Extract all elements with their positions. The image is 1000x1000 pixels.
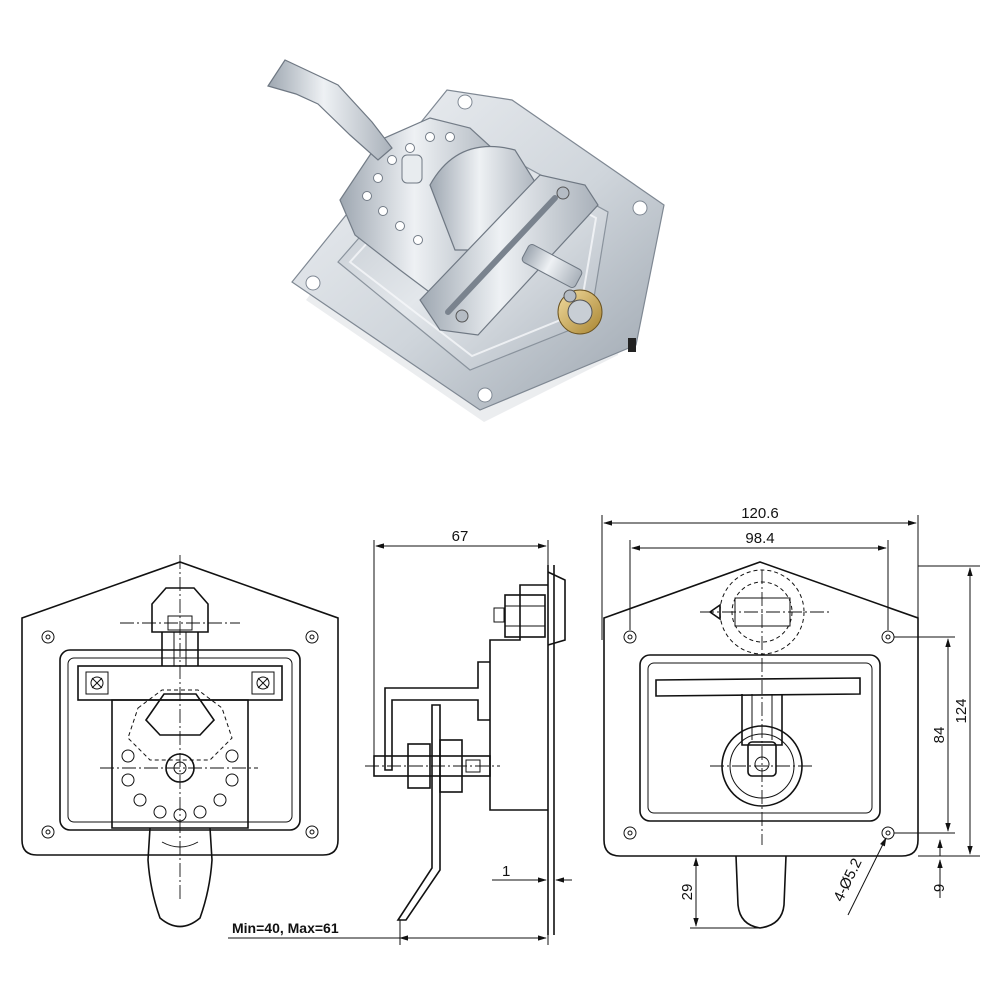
back-slide-bar xyxy=(655,677,861,697)
back-flange-outline xyxy=(603,561,919,857)
back-view: 120.6 98.4 xyxy=(601,505,980,929)
photo-pivot-pin xyxy=(401,154,423,184)
front-mount-holes xyxy=(41,630,319,839)
front-flange-outline xyxy=(21,561,339,856)
photo-t-handle xyxy=(267,59,393,161)
front-lever-plate xyxy=(111,699,249,829)
side-latch-arm xyxy=(396,704,441,921)
photo-latch-arm xyxy=(521,243,583,289)
dim-label-98-4: 98.4 xyxy=(745,530,774,547)
dim-label-120-6: 120.6 xyxy=(741,505,779,522)
dim-label-9: 9 xyxy=(931,884,948,892)
photo-screw xyxy=(556,186,570,200)
back-mount-holes xyxy=(623,630,895,840)
front-recess xyxy=(59,649,301,831)
side-lock-cylinder xyxy=(504,594,546,638)
dim-label-84: 84 xyxy=(931,727,948,744)
dim-leader-holes xyxy=(847,837,887,916)
front-view xyxy=(21,555,339,928)
dim-label-29: 29 xyxy=(679,884,696,901)
dim-label-67: 67 xyxy=(452,528,469,545)
dim-label-holes: 4-Ø5.2 xyxy=(830,856,865,905)
photo-mount-hole xyxy=(305,275,321,291)
photo-screw xyxy=(455,309,469,323)
photo-mount-hole xyxy=(457,94,473,110)
back-recess xyxy=(639,654,881,822)
back-t-handle xyxy=(735,855,787,929)
front-lock-head xyxy=(151,587,209,633)
dim-label-minmax: Min=40, Max=61 xyxy=(232,920,339,936)
side-view: 67 1 Min=40, Max=61 xyxy=(228,528,572,945)
back-lock-cylinder xyxy=(719,569,805,655)
front-lever-holes xyxy=(121,749,239,822)
side-bracket xyxy=(384,661,490,771)
photo-mount-hole xyxy=(477,387,493,403)
front-t-handle xyxy=(147,827,213,928)
dim-label-1: 1 xyxy=(502,863,510,880)
dim-label-124: 124 xyxy=(953,698,970,723)
product-photo xyxy=(267,59,665,422)
photo-mount-hole xyxy=(632,200,648,216)
side-housing xyxy=(489,584,548,811)
